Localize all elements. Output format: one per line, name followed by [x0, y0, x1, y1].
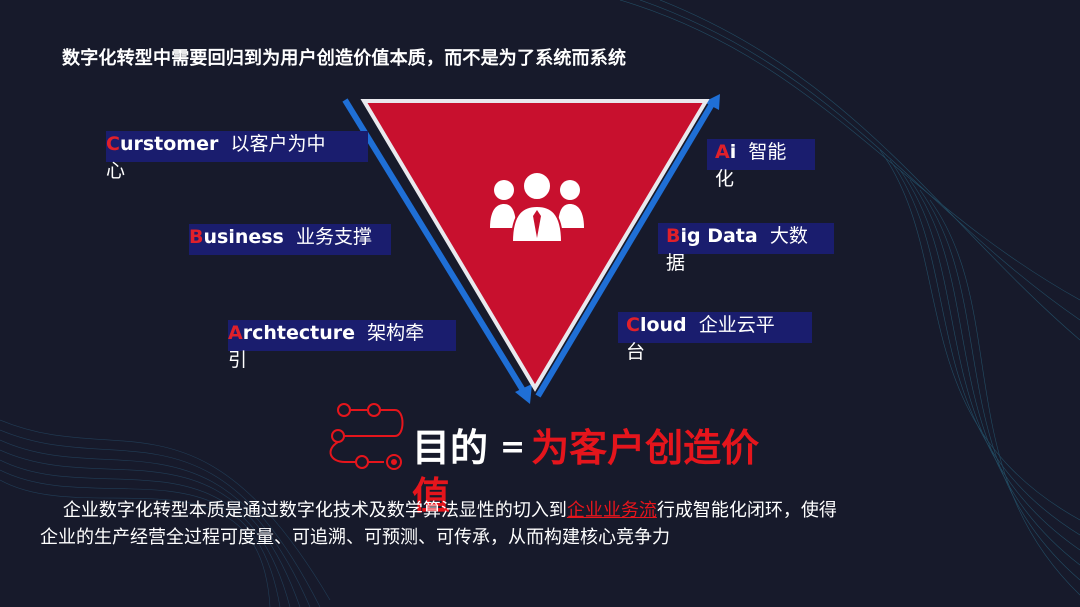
- label-chinese: 企业云平: [698, 314, 775, 336]
- label-box: [228, 320, 456, 351]
- label-chinese-cont: 心: [106, 160, 126, 182]
- label-english: urstomer: [119, 133, 219, 155]
- label-english: ig Data: [680, 225, 758, 247]
- label-chinese-cont: 据: [666, 252, 686, 274]
- label-box: [658, 223, 834, 254]
- circuit-route-icon: [329, 403, 404, 470]
- paragraph-part: 企业数字化转型本质是通过数字化技术及数学算法显性的切入到: [62, 500, 567, 521]
- label-initial: C: [626, 314, 640, 336]
- left-arrow: [342, 98, 532, 404]
- wave-lines-right: [619, 0, 1080, 596]
- label-box: [707, 139, 815, 170]
- label-architecture: Archtecture 架构牵 引: [228, 320, 456, 374]
- label-big-data: Big Data 大数 据: [658, 223, 834, 277]
- goal-target: 为客户创造价: [531, 426, 760, 470]
- label-business: Business 业务支撑: [189, 224, 391, 255]
- slide-title: 数字化转型中需要回归到为用户创造价值本质，而不是为了系统而系统: [62, 48, 627, 69]
- right-arrow: [535, 94, 720, 398]
- wave-lines-left: [0, 419, 331, 607]
- label-initial: B: [666, 225, 681, 247]
- label-chinese: 以客户为中: [230, 133, 326, 155]
- label-english: i: [729, 141, 737, 163]
- label-initial: A: [228, 322, 243, 344]
- label-chinese: 业务支撑: [295, 226, 372, 248]
- label-box: [618, 312, 812, 343]
- label-initial: A: [715, 141, 730, 163]
- label-ai: Ai 智能 化: [707, 139, 815, 193]
- label-cloud: Cloud 企业云平 台: [618, 312, 812, 366]
- label-chinese-cont: 台: [626, 341, 646, 363]
- goal-target-cont: 值: [412, 474, 451, 518]
- label-english: rchtecture: [242, 322, 355, 344]
- label-box: [106, 131, 368, 162]
- label-chinese-cont: 化: [715, 168, 735, 190]
- paragraph-part: 行成智能化闭环，使得: [656, 500, 837, 521]
- label-initial: C: [106, 133, 120, 155]
- label-english: loud: [639, 314, 687, 336]
- label-initial: B: [189, 226, 204, 248]
- users-group-icon: [490, 171, 584, 243]
- goal-word: 目的: [412, 426, 489, 470]
- label-customer: Curstomer 以客户为中 心: [106, 131, 368, 185]
- label-chinese-cont: 引: [228, 349, 248, 371]
- label-box: [189, 224, 391, 255]
- inverted-triangle: [360, 99, 710, 392]
- goal-statement: 目的 =为客户创造价 值: [412, 420, 760, 518]
- paragraph-highlight: 企业业务流: [566, 500, 657, 521]
- summary-paragraph: 企业数字化转型本质是通过数字化技术及数学算法显性的切入到企业业务流行成智能化闭环…: [40, 497, 950, 551]
- paragraph-line2: 企业的生产经营全过程可度量、可追溯、可预测、可传承，从而构建核心竞争力: [40, 527, 670, 548]
- goal-equals: =: [500, 430, 526, 465]
- label-english: usiness: [203, 226, 284, 248]
- label-chinese: 架构牵: [367, 322, 425, 344]
- label-chinese: 智能: [748, 141, 787, 163]
- label-chinese: 大数: [769, 225, 808, 247]
